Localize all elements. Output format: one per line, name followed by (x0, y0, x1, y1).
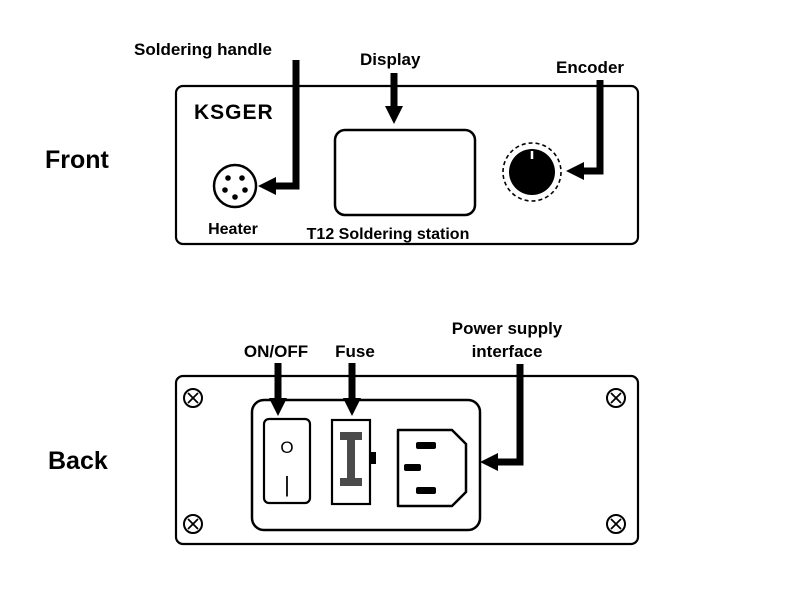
fuse-holder-icon (330, 418, 376, 506)
display-label: Display (360, 50, 421, 69)
back-section-label: Back (48, 447, 108, 475)
back-panel-outline (174, 374, 640, 546)
power-supply-label-line1: Power supply (452, 319, 563, 338)
encoder-callout-line (582, 80, 604, 175)
callout-on-off: ON/OFF (244, 342, 308, 416)
heater-label: Heater (208, 221, 258, 238)
callout-encoder: Encoder (556, 58, 624, 180)
on-off-label: ON/OFF (244, 342, 308, 361)
screw-bottom-right-icon (606, 514, 626, 534)
back-panel-section: Back (48, 319, 640, 546)
front-panel-section: Front KSGER Heater T12 Soldering station (45, 40, 640, 246)
power-switch-icon: O | (262, 417, 312, 505)
soldering-handle-callout-line (274, 60, 300, 190)
callout-soldering-handle: Soldering handle (134, 40, 300, 195)
encoder-arrowhead-icon (566, 162, 584, 180)
switch-off-symbol: O (280, 438, 293, 457)
soldering-handle-label: Soldering handle (134, 40, 272, 59)
encoder-knob-icon (502, 142, 562, 202)
screw-top-right-icon (606, 388, 626, 408)
front-panel-outline (174, 84, 640, 246)
encoder-label: Encoder (556, 58, 624, 77)
heater-connector-icon (212, 163, 258, 209)
soldering-handle-arrowhead-icon (258, 177, 276, 195)
fuse-arrowhead-icon (343, 398, 361, 416)
power-supply-arrowhead-icon (480, 453, 498, 471)
brand-label: KSGER (194, 101, 274, 124)
fuse-label: Fuse (335, 342, 375, 361)
power-supply-callout-line (496, 364, 524, 466)
switch-on-symbol: | (284, 472, 290, 497)
screw-top-left-icon (183, 388, 203, 408)
power-supply-label-line2: interface (472, 342, 543, 361)
display-screen (333, 128, 477, 217)
screw-bottom-left-icon (183, 514, 203, 534)
callout-fuse: Fuse (335, 342, 375, 416)
power-entry-module-outline (250, 398, 482, 532)
callout-display: Display (360, 50, 421, 124)
station-model-label: T12 Soldering station (307, 226, 470, 243)
callout-power-supply: Power supply interface (452, 319, 563, 471)
power-inlet-icon (396, 428, 468, 508)
on-off-arrowhead-icon (269, 398, 287, 416)
display-arrowhead-icon (385, 106, 403, 124)
front-section-label: Front (45, 146, 110, 174)
